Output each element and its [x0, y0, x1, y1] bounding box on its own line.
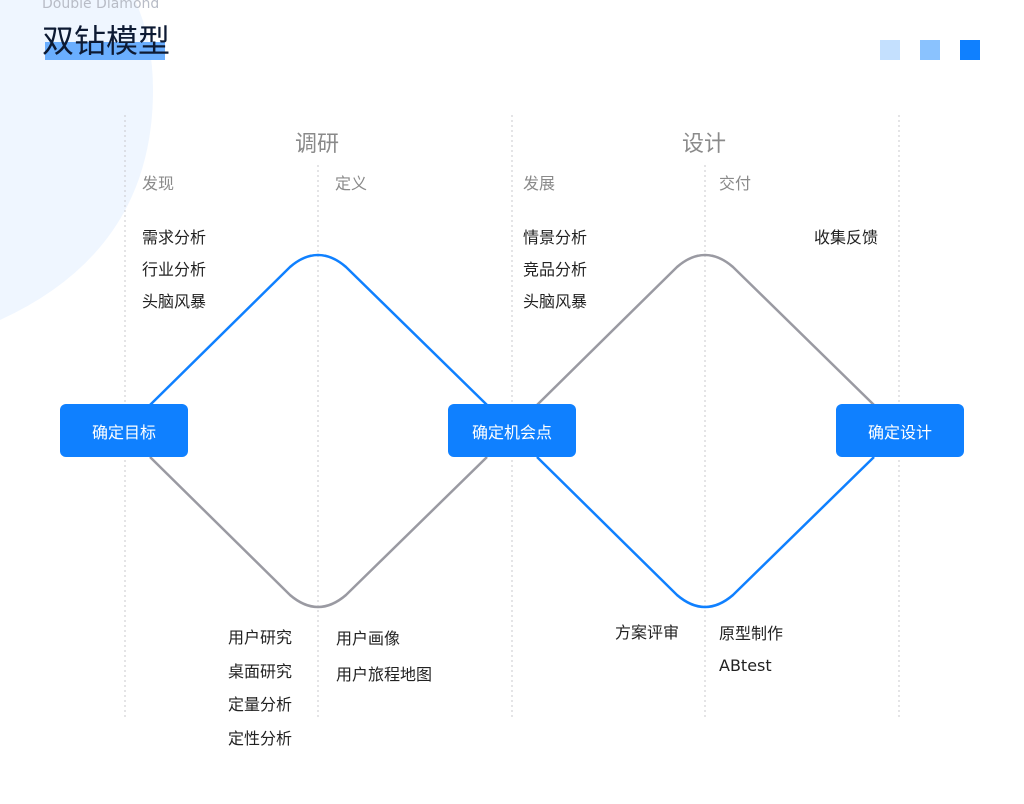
stage-deliver: 交付 [719, 174, 752, 193]
list-item: ABtest [719, 656, 772, 675]
node-define-design: 确定设计 [836, 404, 964, 457]
list-discover-top: 需求分析 行业分析 头脑风暴 [142, 222, 206, 318]
list-item: 方案评审 [615, 623, 680, 642]
list-item: 用户旅程地图 [336, 665, 433, 684]
node-define-goal: 确定目标 [60, 404, 188, 457]
subtitle: Double Diamond [42, 0, 160, 12]
diamond-diagram [124, 115, 900, 718]
legend-square-dark [960, 40, 980, 60]
list-deliver-bottom: 原型制作 ABtest [719, 618, 783, 682]
background-circle [0, 0, 153, 320]
list-item: 头脑风暴 [523, 292, 588, 311]
stage-discover: 发现 [142, 174, 175, 193]
stage-define: 定义 [335, 174, 368, 193]
list-item: 原型制作 [719, 624, 784, 643]
diamond2-bottom [536, 456, 875, 609]
list-item: 用户研究 [228, 628, 293, 647]
list-item: 定量分析 [228, 695, 293, 714]
page-title: 双钻模型 [42, 22, 171, 60]
diamond2-top [536, 253, 875, 406]
list-item: 竞品分析 [523, 260, 588, 279]
list-item: 桌面研究 [228, 661, 293, 681]
list-deliver-top: 收集反馈 [814, 222, 878, 254]
list-develop-top: 情景分析 竞品分析 头脑风暴 [523, 222, 587, 318]
legend-square-medium [920, 40, 940, 60]
list-item: 头脑风暴 [142, 292, 207, 311]
list-item: 用户画像 [336, 629, 401, 648]
diamond1-top [149, 253, 488, 406]
diamond1-bottom [149, 456, 488, 609]
phase-design: 设计 [682, 132, 727, 157]
list-item: 行业分析 [142, 260, 207, 279]
phase-research: 调研 [295, 132, 340, 157]
list-item: 定性分析 [228, 728, 293, 748]
node-define-opportunity: 确定机会点 [448, 404, 576, 457]
stage-develop: 发展 [523, 174, 556, 193]
legend-square-light [880, 40, 900, 60]
list-item: 需求分析 [142, 228, 207, 247]
title-underline [45, 42, 165, 60]
list-item: 收集反馈 [814, 228, 879, 247]
list-define-bottom: 用户画像 用户旅程地图 [336, 621, 432, 693]
list-discover-bottom: 用户研究 桌面研究 定量分析 定性分析 [228, 621, 292, 755]
list-develop-bottom: 方案评审 [615, 617, 679, 649]
list-item: 情景分析 [523, 228, 588, 247]
